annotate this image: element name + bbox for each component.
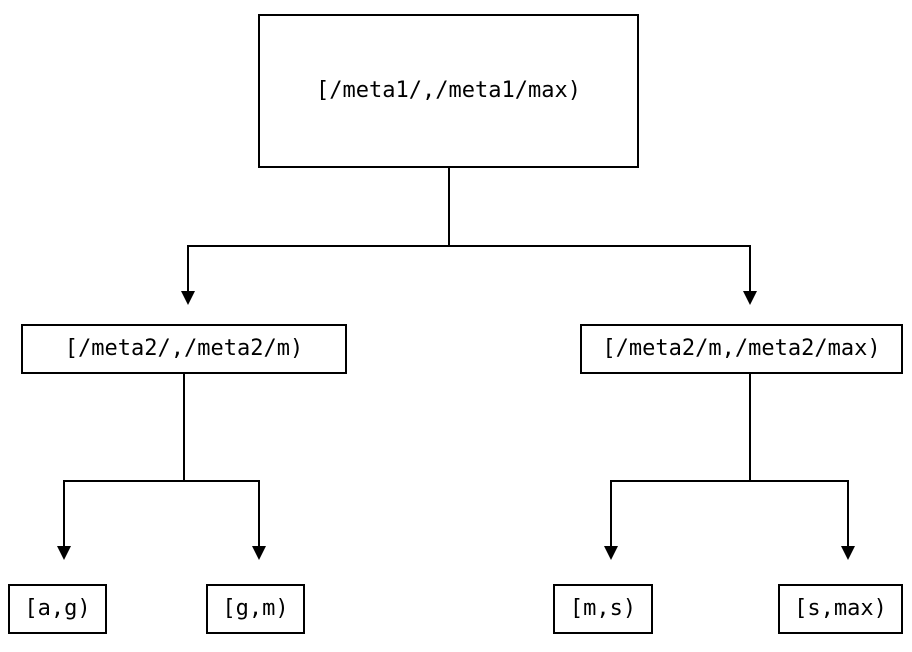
- node-mid-right-label: [/meta2/m,/meta2/max): [602, 336, 881, 361]
- node-leaf-3-label: [m,s): [569, 596, 637, 621]
- node-mid-left-label: [/meta2/,/meta2/m): [64, 336, 304, 361]
- edge-mid-right-to-leaf-3: [610, 480, 612, 546]
- edge-mid-right-stem: [749, 374, 751, 482]
- node-leaf-3[interactable]: [m,s): [553, 584, 653, 634]
- edge-mid-right-bar: [610, 480, 849, 482]
- arrow-icon-root-to-mid-left: [181, 291, 195, 305]
- arrow-icon-mid-left-to-leaf-1: [57, 546, 71, 560]
- arrow-icon-root-to-mid-right: [743, 291, 757, 305]
- node-leaf-4-label: [s,max): [794, 596, 887, 621]
- node-mid-right[interactable]: [/meta2/m,/meta2/max): [580, 324, 903, 374]
- node-leaf-2[interactable]: [g,m): [206, 584, 305, 634]
- node-leaf-4[interactable]: [s,max): [778, 584, 903, 634]
- node-leaf-2-label: [g,m): [222, 596, 289, 621]
- arrow-icon-mid-right-to-leaf-4: [841, 546, 855, 560]
- node-mid-left[interactable]: [/meta2/,/meta2/m): [21, 324, 347, 374]
- edge-root-to-mid-right: [749, 245, 751, 292]
- edge-root-bar: [187, 245, 750, 247]
- node-root[interactable]: [/meta1/,/meta1/max): [258, 14, 639, 168]
- edge-mid-right-to-leaf-4: [847, 480, 849, 546]
- edge-mid-left-to-leaf-2: [258, 480, 260, 546]
- arrow-icon-mid-left-to-leaf-2: [252, 546, 266, 560]
- edge-root-to-mid-left: [187, 245, 189, 292]
- edge-root-stem: [448, 168, 450, 247]
- edge-mid-left-to-leaf-1: [63, 480, 65, 546]
- node-leaf-1-label: [a,g): [24, 596, 91, 621]
- node-leaf-1[interactable]: [a,g): [8, 584, 107, 634]
- node-root-label: [/meta1/,/meta1/max): [316, 78, 581, 103]
- arrow-icon-mid-right-to-leaf-3: [604, 546, 618, 560]
- edge-mid-left-stem: [183, 374, 185, 482]
- edge-mid-left-bar: [63, 480, 260, 482]
